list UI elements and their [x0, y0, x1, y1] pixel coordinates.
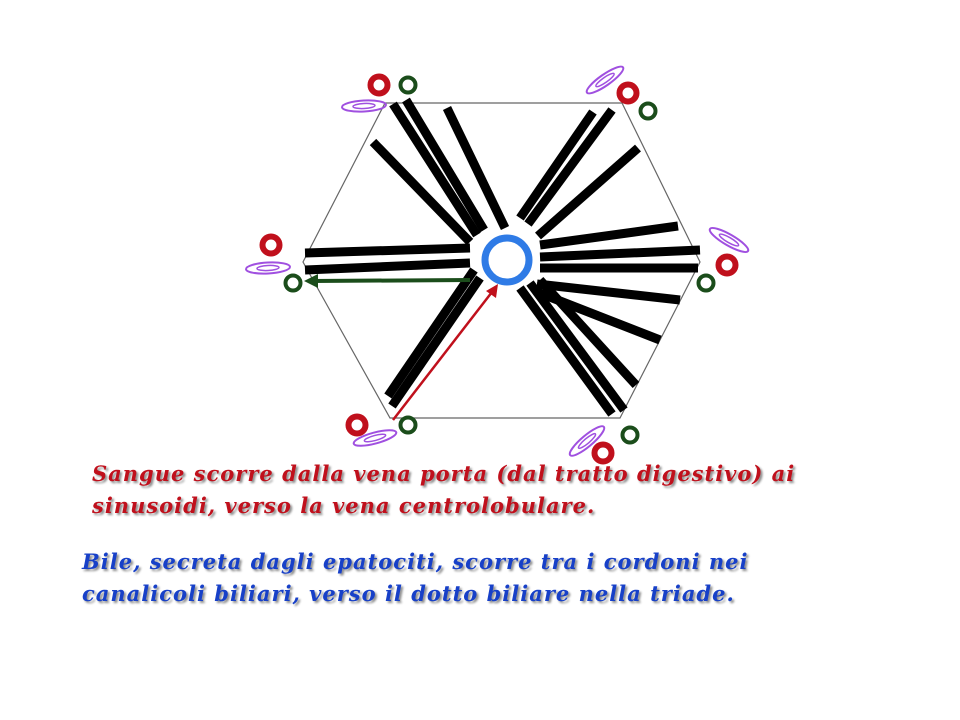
- central-vein-icon: [481, 234, 533, 286]
- hepatocyte-cord: [535, 144, 641, 240]
- hepatocyte-cord: [524, 107, 616, 227]
- bile-flow-arrowhead: [304, 274, 318, 288]
- green-ring-icon: [398, 75, 418, 95]
- bile-flow-arrow-line: [311, 278, 471, 283]
- hepatocyte-cord: [536, 279, 681, 305]
- hepatocyte-cord: [304, 243, 471, 258]
- purple-ellipse-icon: [708, 227, 750, 253]
- hepatocyte-cord: [304, 258, 471, 275]
- hepatocyte-cord: [369, 138, 474, 246]
- purple-ellipse-icon: [245, 261, 291, 275]
- red-ring-icon: [345, 413, 369, 437]
- blood-flow-caption: Sangue scorre dalla vena porta (dal trat…: [92, 458, 795, 522]
- portal-triads: [245, 65, 750, 465]
- hepatocyte-cord: [384, 267, 478, 399]
- hepatocyte-cord: [539, 245, 701, 262]
- purple-ellipse-icon: [585, 65, 625, 95]
- hepatocyte-cord: [389, 101, 481, 238]
- hepatocyte-cord: [516, 285, 616, 417]
- red-ring-icon: [715, 253, 739, 277]
- red-ring-icon: [259, 233, 283, 257]
- green-ring-icon: [638, 101, 658, 121]
- green-ring-icon: [620, 425, 640, 445]
- purple-ellipse-icon: [341, 99, 387, 113]
- red-ring-icon: [616, 81, 640, 105]
- hepatocyte-cord: [516, 109, 597, 221]
- blood-flow-arrow-line: [392, 291, 493, 421]
- green-ring-icon: [283, 273, 303, 293]
- lobule-outline: [302, 102, 701, 419]
- purple-ellipse-icon: [568, 425, 606, 457]
- blood-caption-line-2: sinusoidi, verso la vena centrolobulare.: [92, 493, 596, 518]
- hepatocyte-cord: [536, 276, 640, 389]
- blood-flow-arrowhead: [486, 284, 498, 298]
- green-ring-icon: [696, 273, 716, 293]
- hepatocyte-cord: [388, 275, 484, 409]
- bile-caption-line-2: canalicoli biliari, verso il dotto bilia…: [82, 581, 735, 606]
- purple-ellipse-icon: [352, 429, 398, 447]
- bile-flow-caption: Bile, secreta dagli epatociti, scorre tr…: [82, 546, 748, 610]
- red-ring-icon: [367, 73, 391, 97]
- hepatocyte-cord: [442, 106, 510, 230]
- hepatocyte-cord: [402, 97, 488, 233]
- green-ring-icon: [398, 415, 418, 435]
- hepatocyte-cord: [526, 280, 628, 413]
- hepatocyte-cords: [304, 97, 701, 417]
- red-ring-icon: [591, 441, 615, 465]
- bile-caption-line-1: Bile, secreta dagli epatociti, scorre tr…: [82, 549, 749, 574]
- blood-caption-line-1: Sangue scorre dalla vena porta (dal trat…: [92, 461, 796, 486]
- hepatocyte-cord: [539, 221, 679, 250]
